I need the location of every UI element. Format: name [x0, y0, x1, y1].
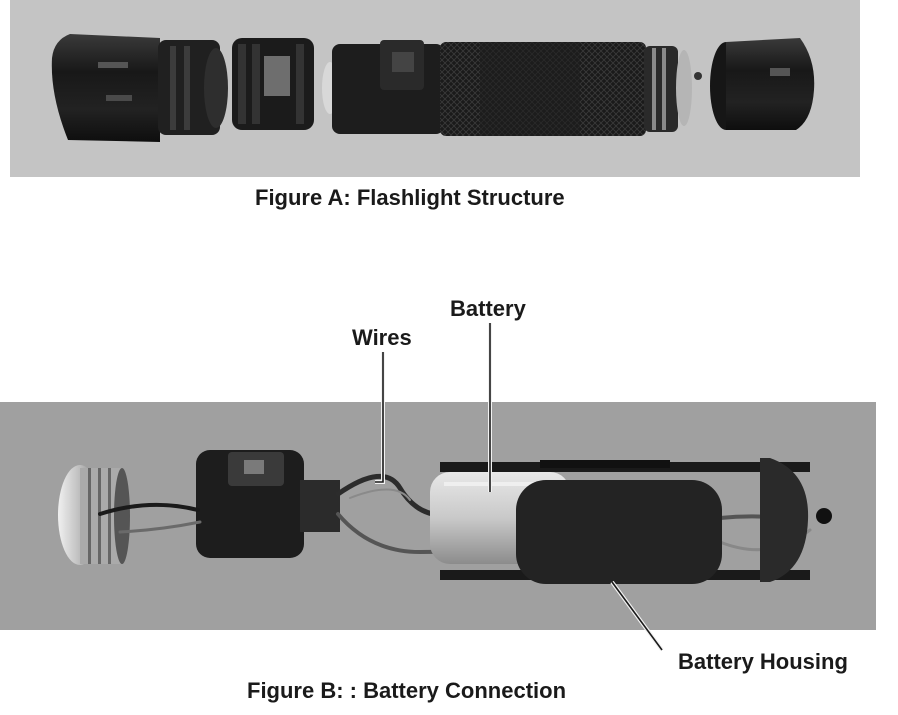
flashlight-battery-tube: [322, 40, 702, 136]
flashlight-bezel-head: [51, 34, 228, 142]
figure-b-photo: [0, 402, 876, 630]
threaded-ring: [58, 465, 130, 565]
battery-housing: [440, 458, 832, 584]
figure-a-photo: [10, 0, 860, 177]
figure-a-caption: Figure A: Flashlight Structure: [255, 185, 565, 210]
wires-label: Wires: [352, 325, 412, 350]
flashlight-tail-cap: [710, 38, 815, 130]
switch-module: [196, 450, 340, 558]
battery-label: Battery: [450, 296, 526, 321]
battery-housing-label: Battery Housing: [678, 649, 848, 674]
flashlight-switch-collar: [232, 38, 314, 130]
figure-b-caption: Figure B: : Battery Connection: [247, 678, 567, 703]
